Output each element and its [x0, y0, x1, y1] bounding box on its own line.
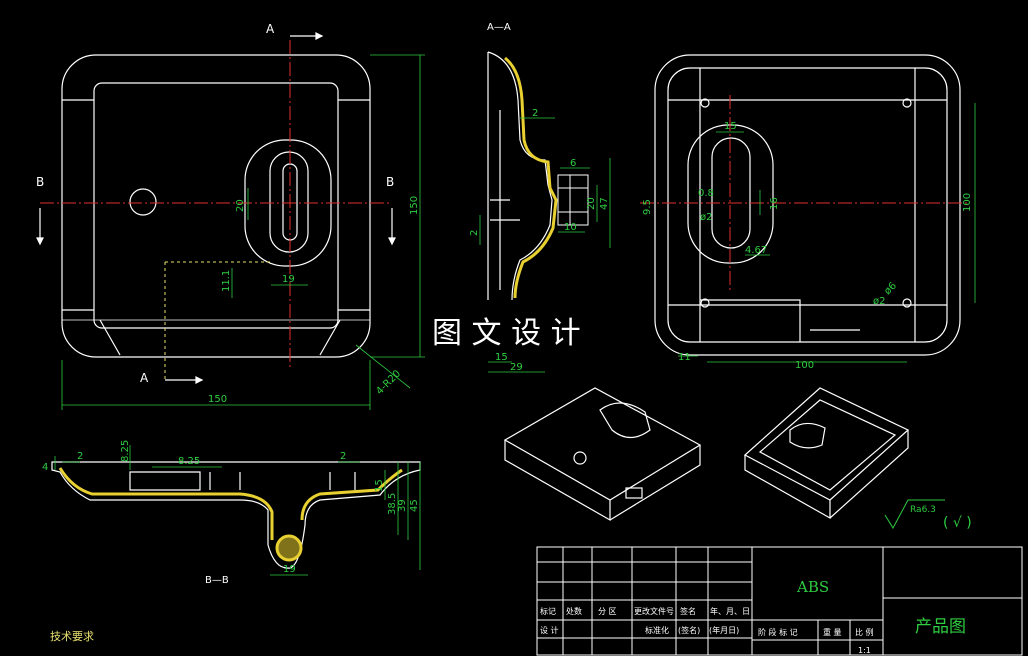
- tech-requirements-heading: 技术要求: [50, 630, 94, 643]
- bb-dim-45: 45: [409, 499, 420, 512]
- tb-row1-col6: 年、月、日: [710, 606, 750, 616]
- section-aa-profile: [487, 51, 553, 301]
- watermark-text: 图 文 设 计: [432, 316, 581, 351]
- section-label-b-right: B: [386, 175, 394, 189]
- tr-dim-16: 16: [769, 197, 780, 210]
- dim-11-1: 11.1: [221, 270, 232, 292]
- top-left-hidden-lines: [164, 261, 270, 380]
- bb-dim-19: 19: [283, 564, 296, 575]
- dim-r20: 4-R20: [374, 368, 403, 397]
- tr-dim-2b: ø2: [873, 296, 885, 307]
- tr-dim-4-67: 4.67: [745, 245, 767, 256]
- aa-dim-6: 6: [570, 158, 576, 169]
- top-right-plan-view: [654, 54, 961, 356]
- bb-dim-38-5: 38.5: [387, 493, 398, 515]
- surface-finish-mark: ( √ ): [943, 515, 972, 531]
- tb-row1-col1: 标记: [540, 606, 556, 616]
- bb-dim-4: 4: [42, 462, 48, 473]
- section-bb-dimensions: [54, 445, 421, 576]
- dim-150-vertical: 150: [409, 196, 420, 215]
- section-aa-title: A—A: [487, 22, 511, 33]
- isometric-view-left: [503, 387, 702, 522]
- tb-row2-col6: (年月日): [709, 625, 739, 635]
- tb-row1-col5: 签名: [680, 606, 696, 616]
- aa-dim-2-top: 2: [532, 108, 538, 119]
- surface-finish-symbol: [884, 499, 945, 530]
- bb-dim-15: 15: [374, 479, 385, 492]
- top-left-dimensions: [61, 54, 425, 410]
- aa-dim-10: 10: [564, 222, 577, 233]
- top-left-section-marks: [36, 32, 396, 384]
- section-label-a-bottom: A: [140, 371, 149, 385]
- dim-19: 19: [282, 274, 295, 285]
- tr-dim-100-horizontal: 100: [795, 360, 814, 371]
- title-block-material: ABS: [796, 578, 829, 596]
- isometric-view-right: [743, 387, 910, 520]
- tb-row2-col1: 设 计: [540, 625, 559, 635]
- tb-row1-col2: 处数: [566, 606, 582, 616]
- section-aa-hatch: [504, 56, 558, 299]
- dim-20: 20: [235, 199, 246, 212]
- tb-row1-col3: 分 区: [598, 607, 617, 616]
- tr-dim-9-5: 9.5: [642, 199, 653, 215]
- surface-finish-value: Ra6.3: [910, 505, 936, 515]
- tb-row2-col5: (签名): [678, 625, 700, 635]
- tb-row1-col4: 更改文件号: [634, 606, 674, 616]
- tr-dim-0-8: 0.8: [698, 188, 714, 199]
- aa-dim-2-left: 2: [469, 230, 480, 236]
- tr-dim-100-vertical: 100: [962, 193, 973, 212]
- top-left-plan-view: [61, 54, 371, 358]
- tb-weight-header: 重 量: [823, 627, 842, 637]
- bb-dim-39: 39: [397, 499, 408, 512]
- tb-scale-header: 比 例: [855, 627, 874, 637]
- section-label-a-top: A: [266, 22, 275, 36]
- aa-dim-29: 29: [510, 362, 523, 373]
- tr-dim-6: ø6: [882, 281, 899, 298]
- top-left-centerlines: [40, 40, 392, 370]
- tb-row2-col4: 标准化: [645, 625, 669, 635]
- bb-dim-2-right: 2: [340, 451, 346, 462]
- top-right-centerlines: [640, 95, 970, 290]
- section-aa-inset-detail: [557, 174, 589, 226]
- section-bb-title: B—B: [205, 575, 229, 586]
- tr-dim-15: 15: [724, 121, 737, 132]
- dim-150-horizontal: 150: [208, 394, 227, 405]
- title-block-grid: [536, 546, 1023, 656]
- tb-scale-value: 1:1: [858, 646, 871, 655]
- bb-dim-8-25-vertical: 8.25: [120, 440, 131, 462]
- tr-dim-2: ø2: [700, 212, 712, 223]
- aa-dim-47: 47: [599, 197, 610, 210]
- bb-dim-2-left: 2: [77, 451, 83, 462]
- title-block-drawing-name: 产品图: [915, 617, 966, 637]
- tr-dim-11: 11: [678, 352, 691, 363]
- section-aa-dimensions: [479, 117, 611, 373]
- section-label-b-left: B: [36, 175, 44, 189]
- section-bb-profile: [51, 461, 421, 569]
- top-right-dimensions: [678, 103, 976, 363]
- section-bb-hatch: [58, 467, 403, 562]
- aa-dim-15: 15: [495, 352, 508, 363]
- bb-dim-8-25-horizontal: 8.25: [178, 456, 200, 467]
- tb-stage-header: 阶 段 标 记: [758, 627, 798, 637]
- aa-dim-20: 20: [586, 197, 597, 210]
